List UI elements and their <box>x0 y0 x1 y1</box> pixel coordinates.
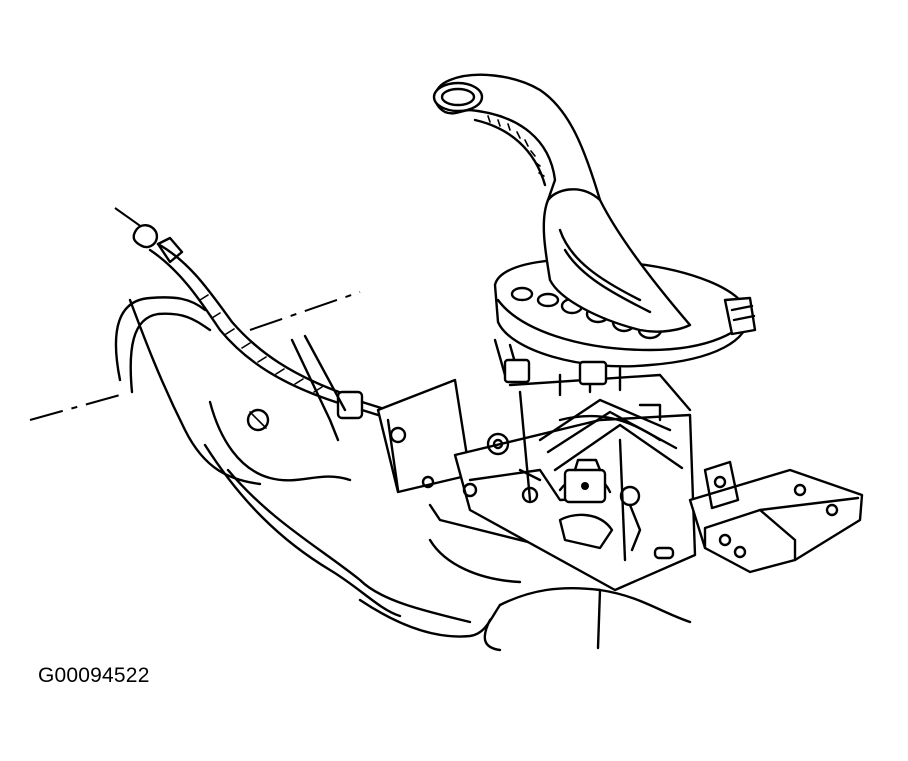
cable-bracket <box>290 334 472 494</box>
phantom-reference-lines <box>29 207 361 421</box>
shifter-base-housing <box>453 366 697 592</box>
figure-id-label: G00094522 <box>38 664 150 687</box>
mounting-plate <box>688 460 864 574</box>
shift-cable <box>132 224 422 430</box>
floor-pan <box>114 296 692 652</box>
shift-lever <box>432 73 692 333</box>
